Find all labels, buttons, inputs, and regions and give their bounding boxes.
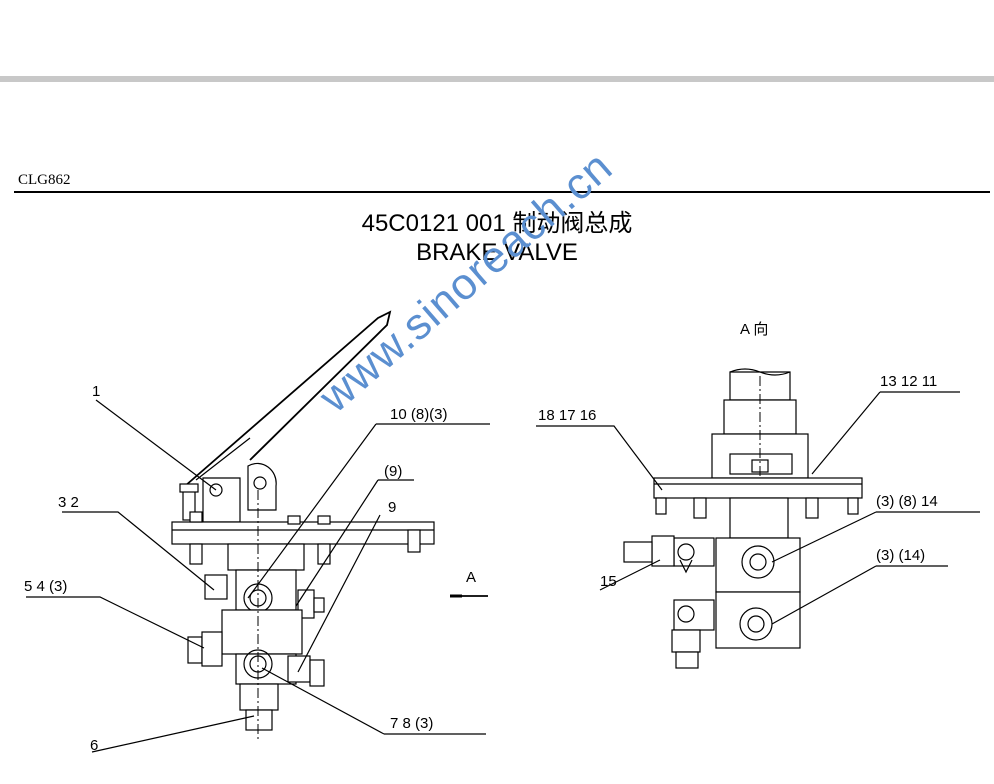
part-name-title: BRAKE VALVE: [416, 239, 578, 266]
callout-13-12-11: 13 12 11: [880, 373, 937, 390]
a-direction-view: A 向: [623, 321, 863, 669]
callout-3-8-14: (3) (8) 14: [876, 493, 938, 510]
header-rule: [0, 76, 994, 82]
leader-lines-left: [26, 399, 490, 753]
leader-lines-right: [536, 391, 980, 625]
callout-10: 10 (8)(3): [390, 406, 448, 423]
view-arrow-a: A: [450, 569, 488, 598]
callout-9: 9: [388, 499, 396, 516]
callout-18-17-16: 18 17 16: [538, 407, 596, 424]
callout-9b: (9): [384, 463, 402, 480]
valve-body-front: [187, 490, 325, 740]
callout-15: 15: [600, 573, 617, 590]
title-rule: [14, 191, 990, 193]
mounting-plate: [171, 511, 435, 565]
view-label: A 向: [740, 321, 768, 338]
callout-7-8-3: 7 8 (3): [390, 715, 433, 732]
callout-3-2: 3 2: [58, 494, 79, 511]
callout-labels: 1 10 (8)(3) (9) 9 3 2 5 4 (3) 7 8 (3) 6 …: [24, 373, 938, 754]
callout-5-4-3: 5 4 (3): [24, 578, 67, 595]
arrow-label: A: [466, 569, 476, 586]
callout-3-14: (3) (14): [876, 547, 925, 564]
callout-6: 6: [90, 737, 98, 754]
model-code: CLG862: [18, 172, 71, 188]
callout-1: 1: [92, 383, 100, 400]
part-code-title: 45C0121 001 制动阀总成: [361, 210, 633, 237]
